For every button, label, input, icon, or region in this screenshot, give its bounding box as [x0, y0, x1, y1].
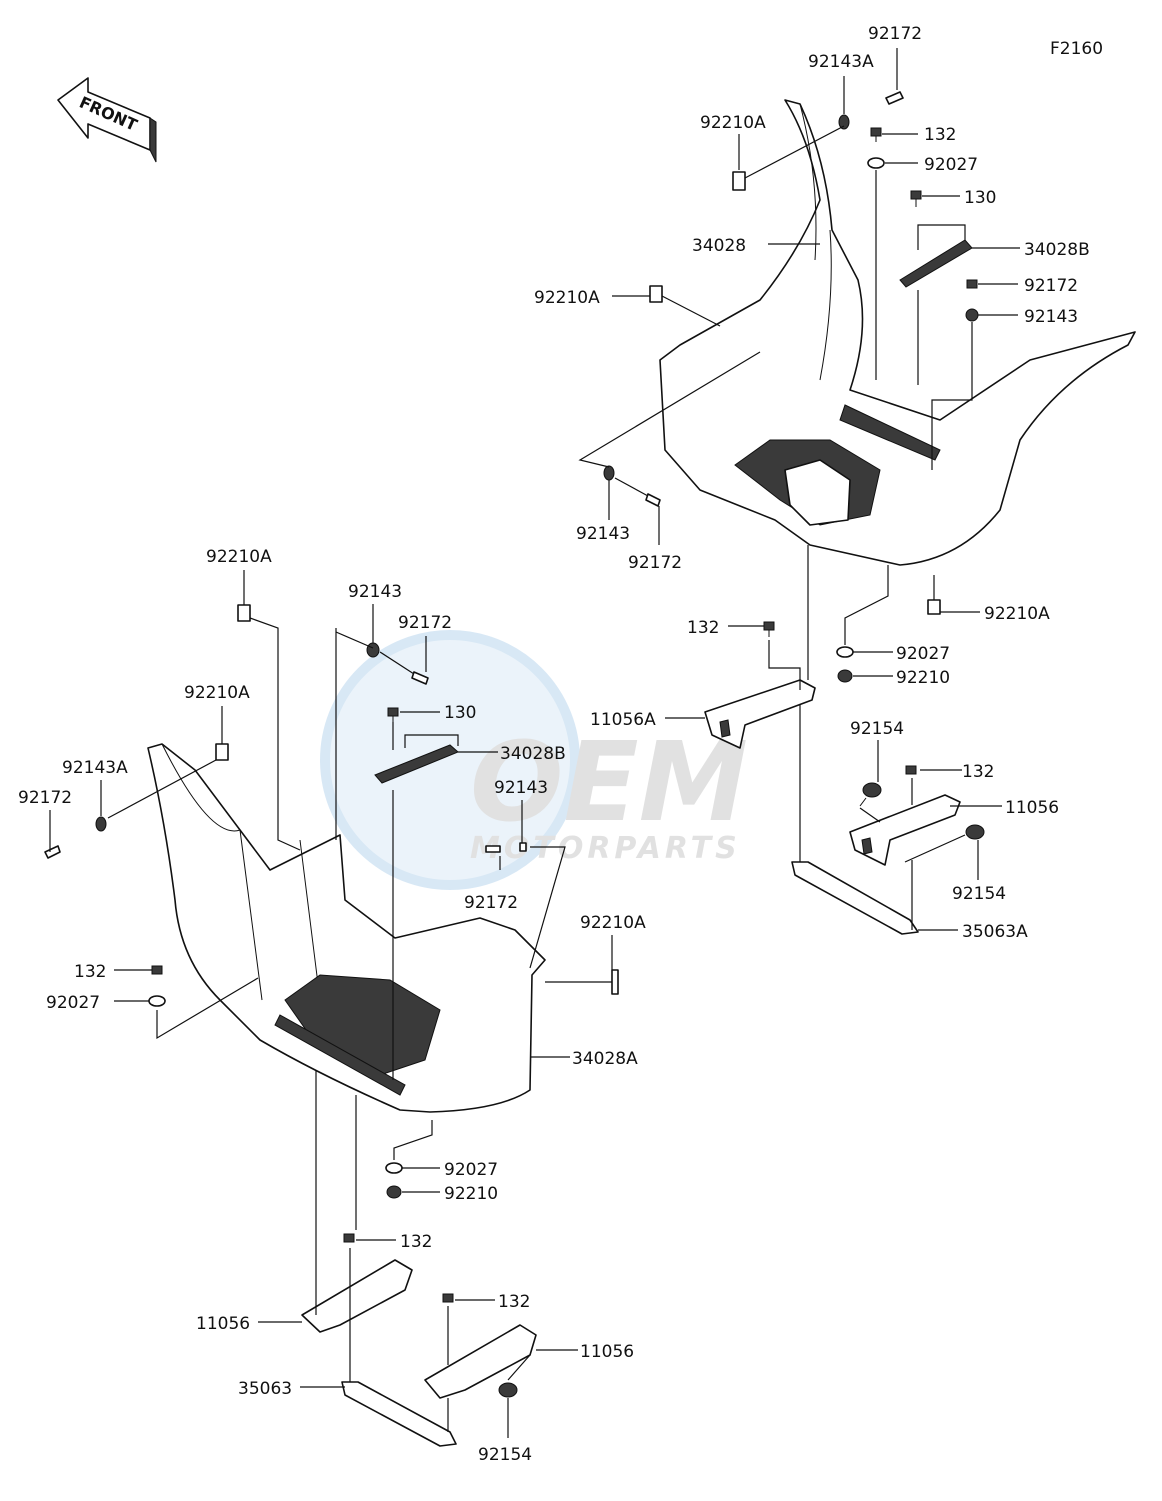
label-11056a: 11056A	[590, 710, 656, 730]
screw-92172-low-icon	[645, 493, 661, 507]
stay-35063	[341, 1381, 457, 1447]
label-130: 130	[964, 188, 996, 208]
nut-92143a-left-icon	[95, 816, 107, 832]
washer-92027-low-icon	[836, 646, 854, 658]
label-92027: 92027	[444, 1160, 498, 1180]
nut-92143-left-mid-icon	[519, 842, 527, 852]
screw-92172-left-side-icon	[44, 845, 61, 859]
bolt-132-left-icon	[151, 965, 163, 975]
label-35063a: 35063A	[962, 922, 1028, 942]
nut-92143-mid-icon	[965, 308, 979, 322]
label-132: 132	[400, 1232, 432, 1252]
right-small-parts	[603, 91, 979, 683]
label-92172: 92172	[868, 24, 922, 44]
label-132: 132	[924, 125, 956, 145]
bolt-92154-left-icon	[498, 1382, 518, 1398]
label-92154: 92154	[952, 884, 1006, 904]
label-92027: 92027	[896, 644, 950, 664]
left-floorboard-34028a	[147, 743, 546, 1113]
label-92143a: 92143A	[808, 52, 874, 72]
label-11056: 11056	[196, 1314, 250, 1334]
label-92210a: 92210A	[580, 913, 646, 933]
watermark-main-text: OEM	[470, 718, 748, 846]
screw-92172-left-mid-icon	[485, 845, 501, 853]
part-labels: 92172 92143A 92210A 132 92027 130 34028 …	[18, 24, 1090, 1465]
label-34028a: 34028A	[572, 1049, 638, 1069]
label-92172: 92172	[628, 553, 682, 573]
step-plate-34028b-top-icon	[899, 239, 973, 288]
bracket-11056-left-a	[301, 1259, 413, 1333]
nut-92210-left-icon	[386, 1185, 402, 1199]
nut-92143-left-icon	[366, 642, 380, 658]
front-arrow-icon: FRONT	[57, 77, 157, 163]
label-11056: 11056	[580, 1342, 634, 1362]
label-130: 130	[444, 703, 476, 723]
label-34028b: 34028B	[1024, 240, 1090, 260]
label-92172: 92172	[1024, 276, 1078, 296]
label-92210a: 92210A	[984, 604, 1050, 624]
figure-code: F2160	[1050, 39, 1103, 59]
label-34028: 34028	[692, 236, 746, 256]
label-132: 132	[498, 1292, 530, 1312]
label-92210: 92210	[444, 1184, 498, 1204]
label-92172: 92172	[464, 893, 518, 913]
bracket-11056-left-b	[424, 1324, 537, 1399]
clip-92210a-left-c-icon	[611, 969, 619, 995]
label-92172: 92172	[18, 788, 72, 808]
label-92143: 92143	[576, 524, 630, 544]
bolt-130-left-icon	[387, 707, 399, 722]
label-92210a: 92210A	[700, 113, 766, 133]
clip-92210a-mid-icon	[649, 285, 663, 303]
clip-92210a-left-a-icon	[237, 604, 251, 622]
label-132: 132	[74, 962, 106, 982]
label-92210: 92210	[896, 668, 950, 688]
clip-92210a-low-icon	[927, 599, 941, 615]
bolt-132-mid-icon	[763, 621, 775, 637]
bolt-132-left-b-icon	[343, 1233, 355, 1243]
nut-92210-icon	[837, 669, 853, 683]
label-35063: 35063	[238, 1379, 292, 1399]
label-92154: 92154	[478, 1445, 532, 1465]
bracket-11056a	[704, 679, 816, 749]
watermark-sub-text: MOTORPARTS	[470, 831, 741, 866]
label-92210a: 92210A	[534, 288, 600, 308]
clip-92210a-left-b-icon	[215, 743, 229, 761]
label-92143: 92143	[348, 582, 402, 602]
label-92172: 92172	[398, 613, 452, 633]
bolt-132-top-icon	[870, 127, 882, 142]
bolt-132-b-icon	[905, 765, 917, 775]
label-132: 132	[687, 618, 719, 638]
label-92027: 92027	[46, 993, 100, 1013]
right-floorboard-34028	[659, 99, 1136, 566]
clip-92210a-top-icon	[732, 171, 746, 191]
screw-92172-left-icon	[411, 671, 429, 685]
nut-92143-low-icon	[603, 465, 615, 481]
screw-92172-top-icon	[885, 91, 904, 105]
bracket-11056-right	[849, 794, 961, 866]
label-92210a: 92210A	[184, 683, 250, 703]
washer-92027-top-icon	[867, 157, 885, 169]
bolt-132-left-c-icon	[442, 1293, 454, 1303]
stay-35063a	[791, 861, 919, 935]
bolt-130-top-icon	[910, 190, 922, 207]
screw-92172-mid-icon	[966, 279, 978, 289]
label-132: 132	[962, 762, 994, 782]
nut-92143a-top-icon	[838, 114, 850, 130]
leader-lines	[49, 48, 1020, 1438]
bolt-92154-a-icon	[859, 782, 882, 807]
watermark: OEM MOTORPARTS	[320, 630, 748, 890]
label-92143: 92143	[1024, 307, 1078, 327]
label-92027: 92027	[924, 155, 978, 175]
label-92143: 92143	[494, 778, 548, 798]
washer-92027-left-b-icon	[385, 1162, 403, 1174]
label-92210a: 92210A	[206, 547, 272, 567]
bolt-92154-b-icon	[965, 824, 985, 840]
label-34028b: 34028B	[500, 744, 566, 764]
label-92143a: 92143A	[62, 758, 128, 778]
left-small-parts	[44, 604, 619, 1398]
label-92154: 92154	[850, 719, 904, 739]
washer-92027-left-icon	[148, 995, 166, 1007]
label-11056: 11056	[1005, 798, 1059, 818]
